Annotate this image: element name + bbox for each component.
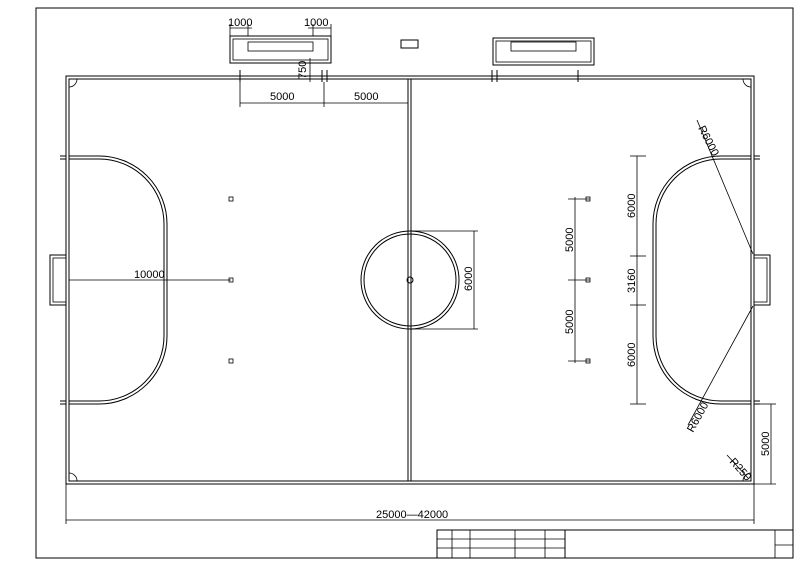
svg-text:5000: 5000 <box>270 91 294 103</box>
svg-text:6000: 6000 <box>626 343 638 367</box>
title-block <box>436 529 794 559</box>
svg-text:5000: 5000 <box>354 91 378 103</box>
bench-right <box>492 37 595 66</box>
penalty-mark-left-bottom <box>228 358 234 364</box>
dim-corner-offset: 5000 <box>754 403 776 485</box>
svg-text:3160: 3160 <box>626 269 638 293</box>
svg-text:1000: 1000 <box>228 17 252 29</box>
dim-radius-bottom: R6000 <box>685 305 754 434</box>
dim-field-length: 25000—42000 <box>65 484 755 524</box>
svg-text:6000: 6000 <box>463 267 475 291</box>
dim-penalty-arc: 6000 3160 6000 <box>626 155 646 405</box>
svg-text:1000: 1000 <box>304 17 328 29</box>
dim-center-circle: 6000 <box>410 230 478 330</box>
svg-text:10000: 10000 <box>134 269 165 281</box>
dim-penalty-depth: 10000 <box>69 269 231 281</box>
timekeeper-table <box>400 39 419 49</box>
svg-text:5000: 5000 <box>564 228 576 252</box>
sheet-frame <box>35 7 794 559</box>
dim-bench-offset-750: 750 <box>297 58 311 82</box>
dim-sub-zones: 5000 5000 <box>239 82 408 107</box>
substitution-zone-marks <box>239 70 579 82</box>
dim-corner-radius: R250 <box>726 454 754 484</box>
penalty-mark-left-top <box>228 196 234 202</box>
svg-text:R250: R250 <box>727 456 754 484</box>
svg-text:6000: 6000 <box>626 194 638 218</box>
svg-text:5000: 5000 <box>760 432 772 456</box>
center-circle <box>360 230 460 330</box>
svg-text:25000—42000: 25000—42000 <box>376 509 448 521</box>
goal-right <box>753 254 771 306</box>
halfway-line <box>407 79 412 481</box>
dim-penalty-marks: 5000 5000 <box>564 197 590 363</box>
svg-text:R6000: R6000 <box>685 400 711 434</box>
dim-radius-top: R6000 <box>695 119 754 255</box>
dim-bench-right-1000: 1000 <box>304 17 332 36</box>
penalty-area-right <box>652 155 760 405</box>
svg-text:R6000: R6000 <box>695 124 720 158</box>
svg-text:750: 750 <box>297 61 309 79</box>
goal-left <box>49 254 67 306</box>
dim-bench-left-1000: 1000 <box>228 17 252 36</box>
bench-left <box>229 35 332 64</box>
svg-text:5000: 5000 <box>564 310 576 334</box>
